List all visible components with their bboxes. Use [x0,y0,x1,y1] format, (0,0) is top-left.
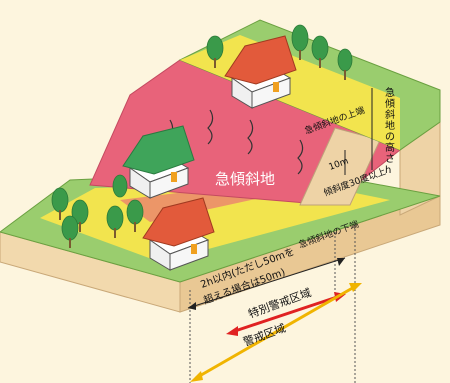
tree-trunks [59,50,346,248]
special-zone-arrow [231,294,341,334]
house-top [224,35,297,109]
warning-zone-label: 警戒区域 [241,321,287,349]
slope-crack [207,109,214,145]
warning-zone-arrow [195,284,357,380]
house-bottom [142,197,215,271]
tree-group [51,24,353,241]
house-middle [122,125,195,199]
steep-slope-label: 急傾斜地 [215,170,275,188]
slope-crack [247,119,254,155]
within-2h-arrow [187,257,346,309]
slope-crack [297,139,304,175]
